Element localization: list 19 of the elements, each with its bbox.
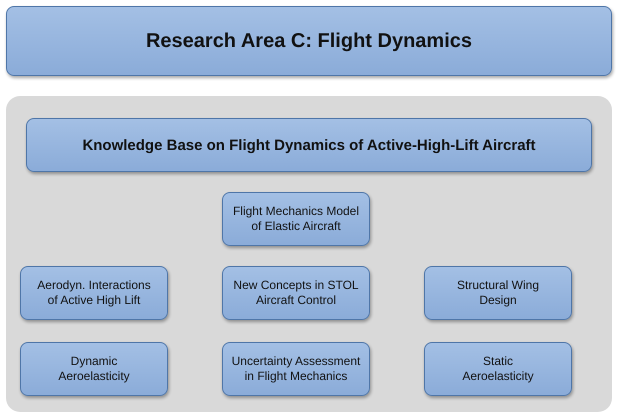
topic-box xyxy=(20,342,168,396)
box-label: Dynamic Aeroelasticity xyxy=(57,354,131,384)
topic-box xyxy=(222,266,370,320)
topic-box xyxy=(20,266,168,320)
box-label: Uncertainty Assessment in Flight Mechanics xyxy=(230,354,362,384)
box-label: Static Aeroelasticity xyxy=(461,354,535,384)
box-label: New Concepts in STOL Aircraft Control xyxy=(232,278,360,308)
topic-box xyxy=(222,192,370,246)
box-label: Structural Wing Design xyxy=(456,278,540,308)
topic-box xyxy=(222,342,370,396)
panel-background xyxy=(6,96,612,412)
title-box xyxy=(6,6,612,76)
box-label: Knowledge Base on Flight Dynamics of Active-High-Lift Aircraft xyxy=(81,136,537,154)
topic-box xyxy=(424,342,572,396)
title: Research Area C: Flight Dynamics xyxy=(144,28,474,54)
topic-box xyxy=(424,266,572,320)
box-label: Aerodyn. Interactions of Active High Lift xyxy=(36,278,152,308)
box-label: Flight Mechanics Model of Elastic Aircraft xyxy=(232,204,360,234)
heading-box xyxy=(26,118,592,172)
